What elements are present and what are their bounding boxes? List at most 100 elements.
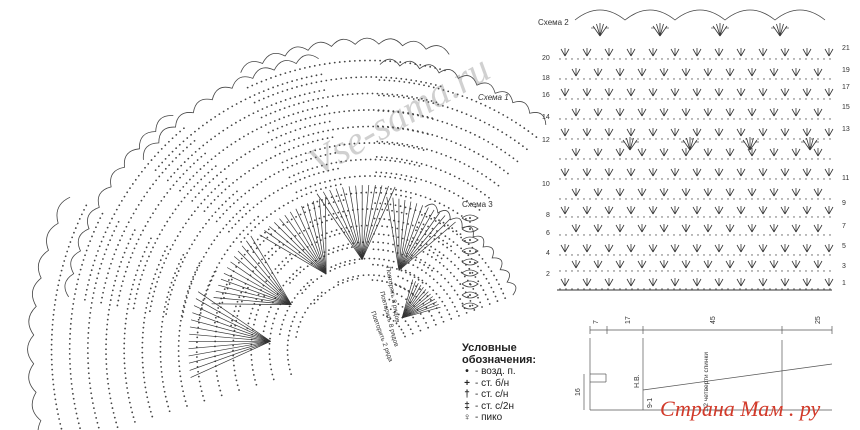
chain-stitch-dot [282, 204, 285, 207]
chain-stitch-dot [87, 283, 89, 286]
chain-stitch-dot [108, 222, 111, 224]
chain-stitch-dot [374, 158, 377, 161]
chain-stitch-dot [198, 264, 201, 267]
double-treble-icon: ‡ [464, 400, 470, 412]
chain-stitch-dot [208, 283, 211, 286]
chain-stitch-dot [97, 426, 100, 429]
chain-stitch-dot [370, 76, 373, 78]
chain-stitch-dot [142, 326, 145, 329]
stitch-cluster [802, 277, 812, 287]
chain-stitch-dot [317, 172, 320, 175]
chain-stitch-dot [379, 187, 382, 189]
chain-stitch-dot [226, 249, 229, 252]
chain-stitch-dot [721, 98, 723, 100]
chain-stitch-dot [465, 312, 468, 314]
chain-stitch-dot [805, 178, 807, 180]
stitch-cluster [747, 107, 757, 117]
chain-stitch-dot [412, 237, 414, 239]
chain-stitch-dot [447, 90, 450, 93]
chain-stitch-dot [421, 147, 423, 149]
chain-stitch-dot [163, 262, 166, 264]
chain-stitch-dot [691, 216, 693, 218]
chain-stitch-dot [571, 270, 573, 272]
chain-stitch-dot [439, 222, 442, 225]
chain-stitch-dot [426, 253, 429, 256]
chain-stitch-dot [446, 257, 449, 260]
chain-stitch-dot [559, 270, 561, 272]
chain-stitch-dot [613, 118, 615, 120]
chain-stitch-dot [649, 118, 651, 120]
chain-stitch-dot [262, 330, 265, 333]
chain-stitch-dot [201, 188, 204, 191]
chain-stitch-dot [769, 158, 771, 160]
chain-stitch-dot [365, 191, 368, 194]
chain-stitch-dot [364, 175, 366, 177]
chain-stitch-dot [200, 390, 203, 393]
chain-stitch-dot [655, 216, 657, 218]
chain-stitch-dot [721, 234, 723, 236]
chain-stitch-dot [396, 126, 399, 129]
chain-stitch-dot [329, 270, 332, 272]
chain-stitch-dot [364, 59, 366, 62]
double-crochet-icon: † [464, 389, 470, 400]
chain-stitch-dot [125, 225, 128, 228]
chain-stitch-dot [351, 93, 354, 95]
scallop-edge [379, 58, 547, 125]
chain-stitch-dot [117, 299, 120, 302]
chain-stitch-dot [218, 113, 221, 116]
chain-stitch-dot [182, 226, 184, 229]
chain-stitch-dot [288, 105, 291, 108]
chain-stitch-dot [348, 263, 351, 265]
chain-stitch-dot [733, 58, 735, 60]
chain-stitch-dot [428, 285, 431, 288]
chain-stitch-dot [661, 58, 663, 60]
chain-stitch-dot [559, 288, 561, 290]
chain-stitch-dot [401, 94, 404, 97]
chain-stitch-dot [203, 175, 206, 177]
chain-stitch-dot [559, 138, 561, 140]
chain-stitch-dot [206, 161, 209, 164]
chain-stitch-dot [451, 301, 454, 304]
chain-stitch-dot [222, 212, 225, 215]
chain-stitch-dot [88, 382, 91, 385]
chain-stitch-dot [323, 63, 326, 65]
chain-stitch-dot [473, 150, 476, 153]
chain-stitch-dot [661, 158, 663, 160]
chain-stitch-dot [404, 269, 407, 272]
chain-stitch-dot [244, 98, 247, 101]
chain-stitch-dot [405, 298, 407, 301]
chain-stitch-dot [383, 79, 386, 82]
chain-stitch-dot [182, 149, 185, 152]
chain-stitch-dot [169, 286, 171, 289]
chain-stitch-dot [128, 401, 131, 404]
chain-stitch-dot [373, 257, 376, 260]
chain-stitch-dot [437, 103, 439, 106]
chain-stitch-dot [799, 178, 801, 180]
pattern-labels: 7 17 45 25 16 Н.В. 9-1 1/2 четверти спин… [575, 316, 822, 412]
chain-stitch-dot [399, 205, 402, 208]
chain-stitch-dot [267, 131, 270, 134]
chain-stitch-dot [288, 368, 291, 371]
chain-stitch-dot [332, 286, 335, 289]
chain-stitch-dot [198, 380, 201, 383]
chain-stitch-dot [200, 202, 203, 205]
chain-stitch-dot [340, 160, 343, 163]
chain-stitch-dot [93, 287, 96, 289]
chain-stitch-dot [160, 330, 163, 333]
chain-stitch-dot [407, 289, 410, 292]
chain-stitch-dot [739, 270, 741, 272]
chain-stitch-dot [189, 178, 191, 181]
chain-stitch-dot [264, 254, 267, 257]
chain-stitch-dot [123, 357, 126, 360]
chain-stitch-dot [451, 227, 454, 230]
chain-stitch-dot [661, 198, 663, 200]
chain-stitch-dot [152, 183, 154, 186]
chain-stitch-dot [673, 198, 675, 200]
chain-stitch-dot [477, 265, 479, 268]
chain-stitch-dot [613, 178, 615, 180]
chain-stitch-dot [643, 118, 645, 120]
chain-stitch-dot [685, 178, 687, 180]
chain-stitch-dot [407, 112, 410, 115]
chain-stitch-dot [228, 220, 231, 222]
chain-stitch-dot [434, 248, 437, 251]
